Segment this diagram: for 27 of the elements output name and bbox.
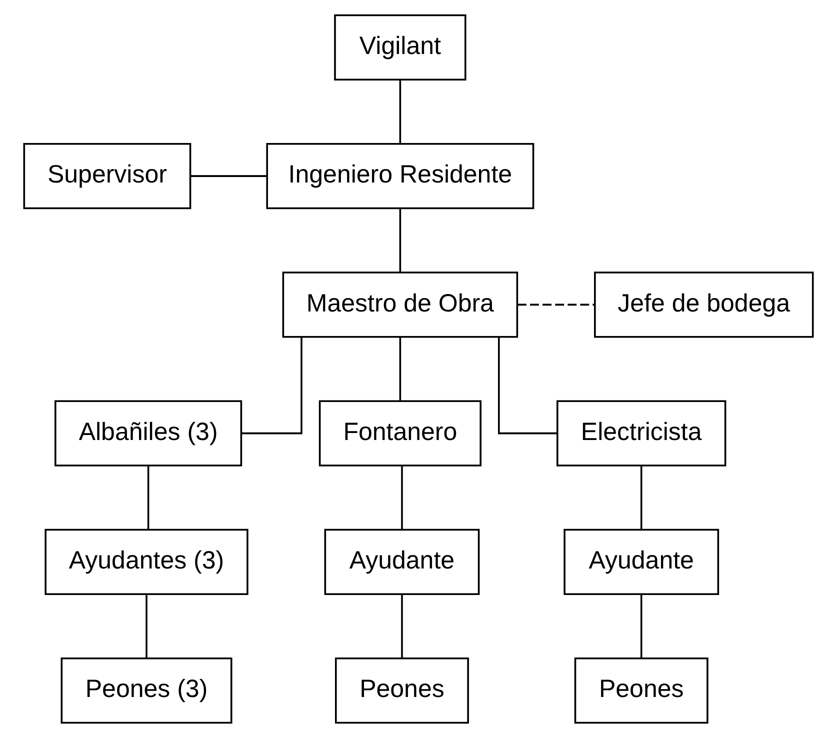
connector <box>146 594 148 658</box>
connector <box>399 208 402 272</box>
node-box: Electricista <box>556 400 726 466</box>
connector <box>399 80 402 144</box>
node-box: Peones <box>574 658 708 724</box>
node-box: Albañiles (3) <box>54 400 242 466</box>
connector <box>147 466 150 530</box>
node-box: Ayudantes (3) <box>44 528 248 595</box>
node-box: Ayudante <box>564 528 720 595</box>
connector <box>190 175 267 177</box>
connector <box>518 304 595 306</box>
connector <box>401 594 403 658</box>
connector <box>399 337 402 400</box>
node-box: Ingeniero Residente <box>266 143 534 210</box>
connector <box>401 466 403 530</box>
node-box: Vigilant <box>334 14 466 80</box>
node-box: Supervisor <box>23 143 192 210</box>
node-box: Ayudante <box>324 528 480 595</box>
node-box: Fontanero <box>318 400 482 466</box>
node-box: Maestro de Obra <box>282 272 518 338</box>
connector <box>242 337 302 434</box>
connector <box>640 466 642 530</box>
connector <box>640 594 642 658</box>
node-box: Peones (3) <box>60 658 232 724</box>
connector <box>498 337 557 434</box>
node-box: Jefe de bodega <box>594 272 814 338</box>
node-box: Peones <box>334 658 469 724</box>
